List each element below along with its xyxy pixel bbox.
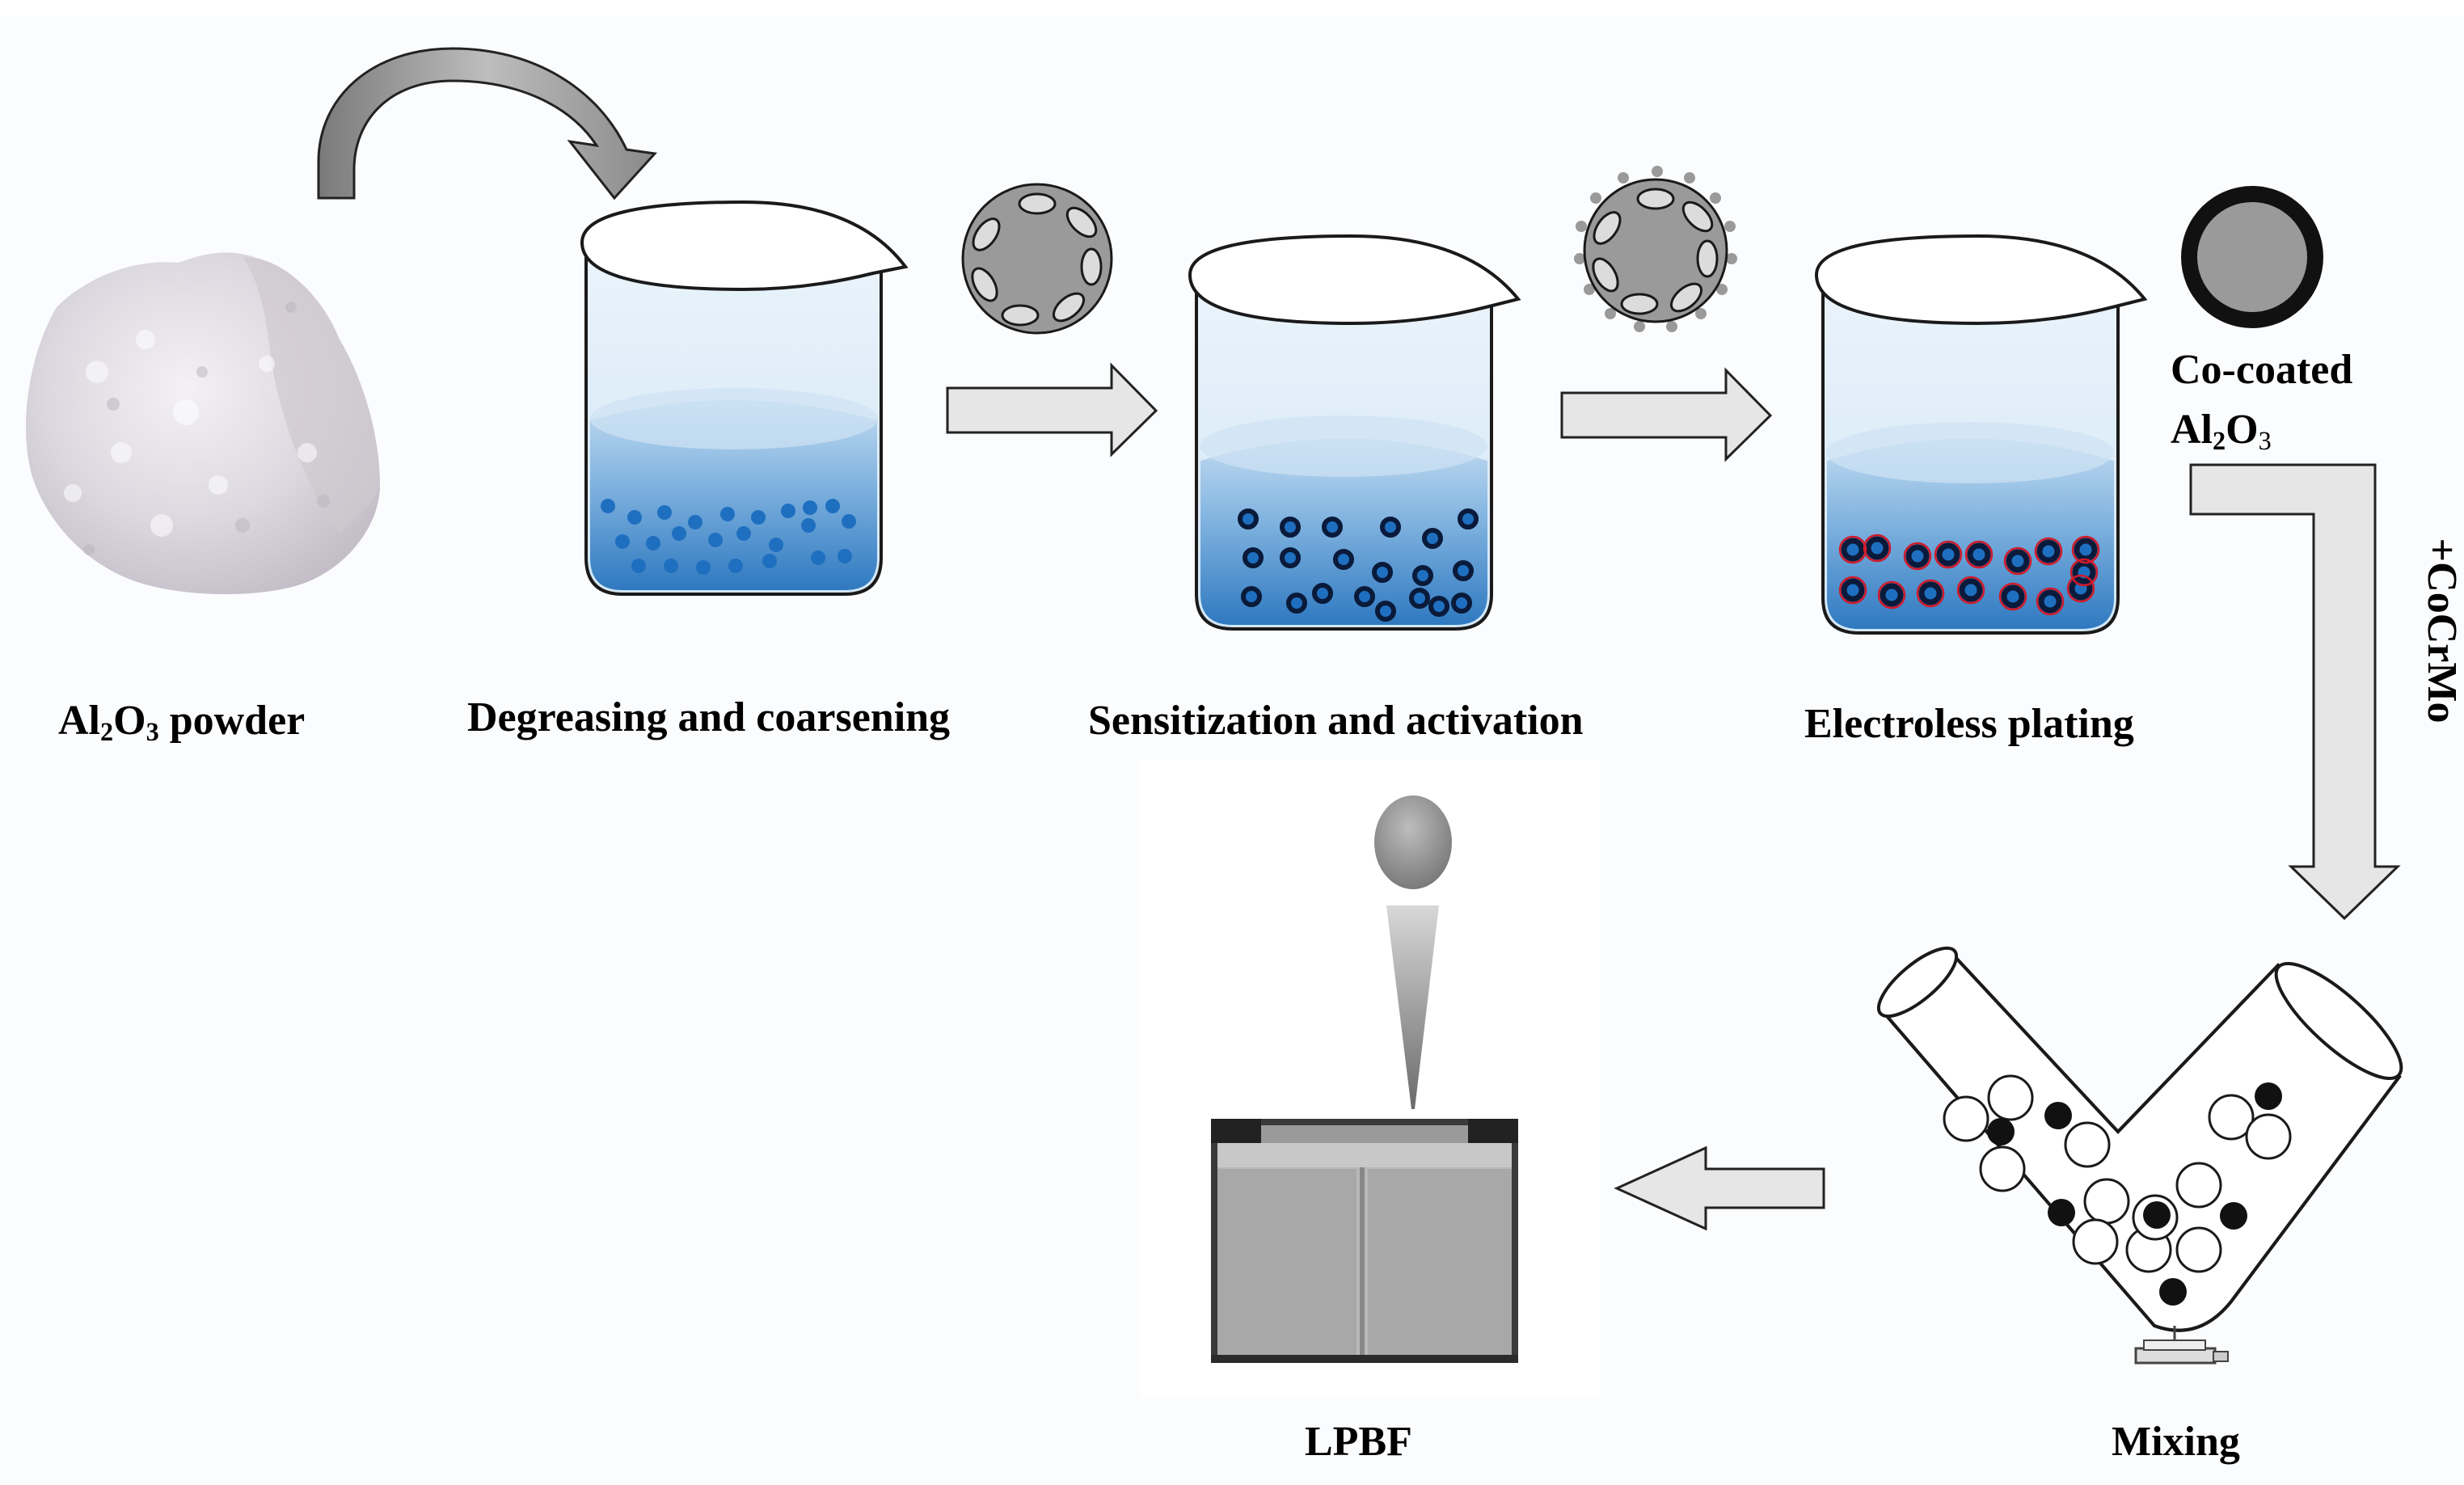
label-mixing: Mixing [2112,1419,2240,1465]
beaker-electroless-icon [1814,234,2148,635]
label-co-coated: Co-coated [2171,347,2353,393]
label-electroless: Electroless plating [1804,701,2134,747]
coated-particle-icon [2181,186,2323,328]
curved-arrow-icon [317,47,658,200]
label-degreasing: Degreasing and coarsening [467,694,951,740]
arrow-to-electroless-icon [1560,367,1773,462]
label-lpbf: LPBF [1305,1419,1412,1465]
arrow-to-lpbf-icon [1614,1145,1825,1231]
arrow-to-mixing-icon [2189,463,2401,921]
v-mixer-icon [1876,946,2403,1365]
arrow-to-sensitization-icon [946,362,1158,458]
beaker-sensitization-icon [1188,234,1521,631]
label-cocrmo: +CoCrMo [2419,538,2464,724]
label-al2o3-powder: Al2O3 powder [58,698,306,747]
powder-pile-icon [25,252,380,594]
build-chamber-icon [1211,1119,1518,1363]
beaker-degreasing-icon [580,200,909,596]
label-sensitization: Sensitization and activation [1088,698,1584,744]
label-coated-al2o3: Al2O3 [2171,407,2272,456]
activated-particle-icon [1574,166,1737,332]
coarsened-particle-icon [961,183,1113,335]
